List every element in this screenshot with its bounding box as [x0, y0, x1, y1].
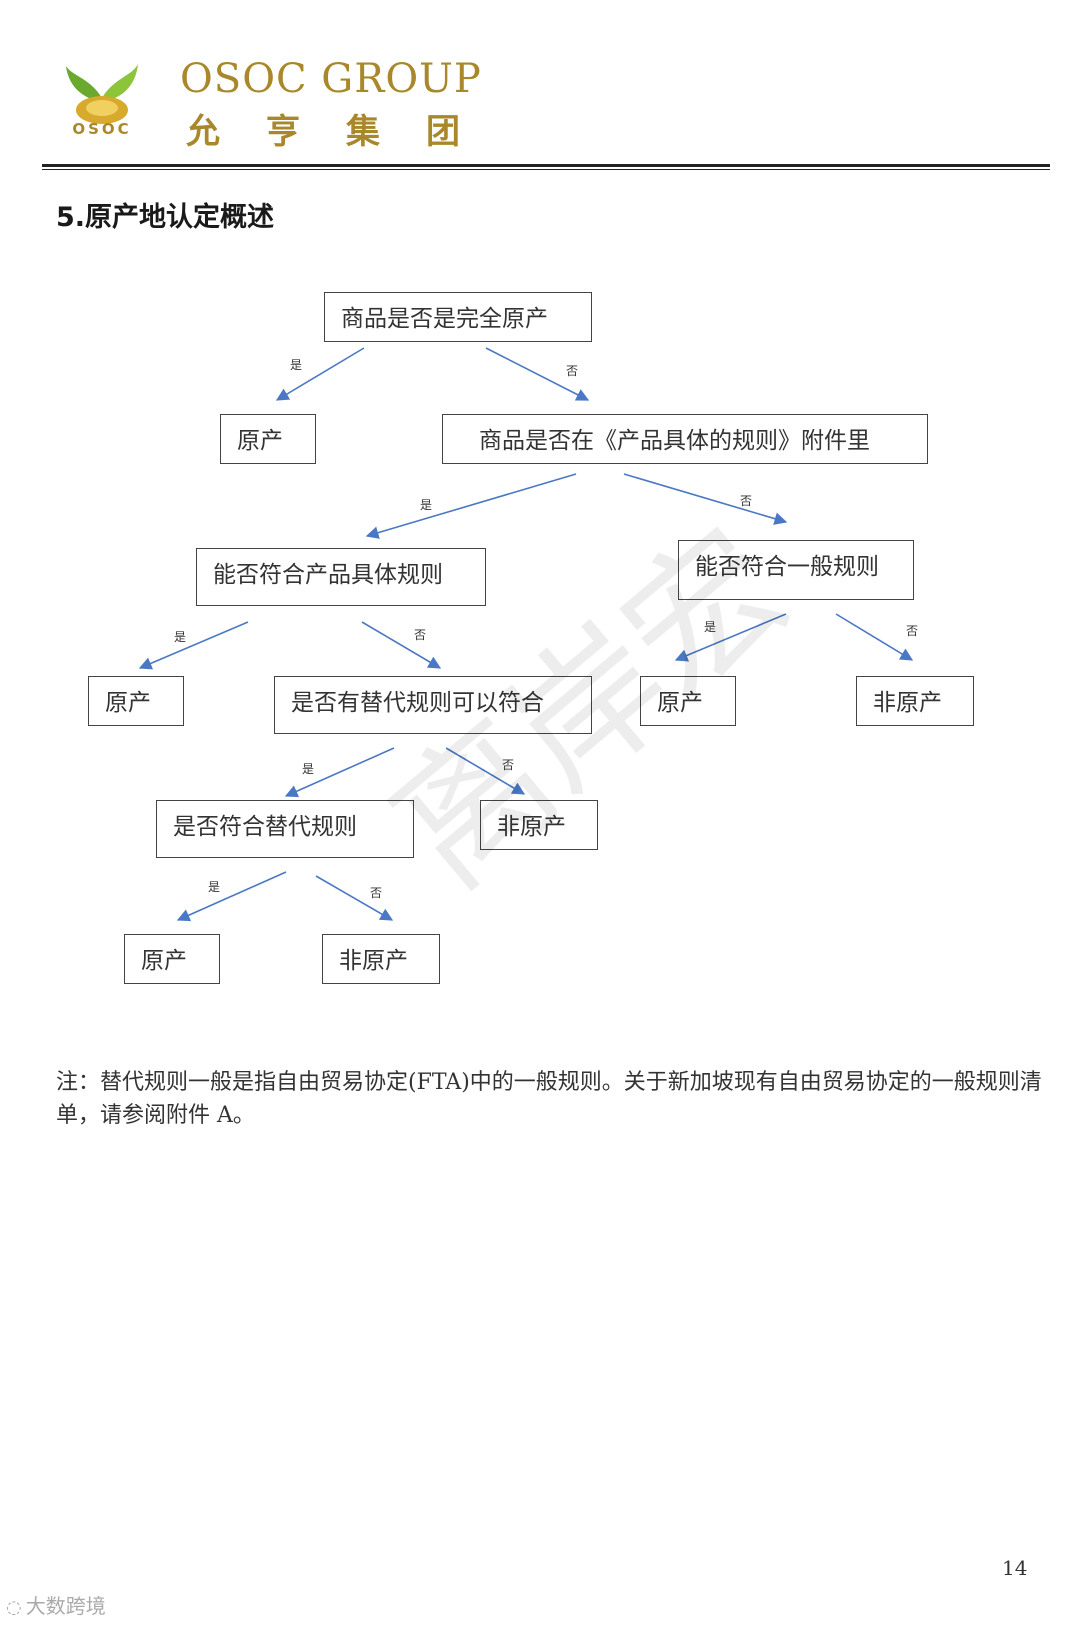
arrow-n4-no — [361, 621, 442, 669]
node-non-originating: 非原产 — [856, 676, 974, 726]
brand-name-cn: 允亨集团 — [186, 112, 506, 152]
arrow-n5-yes — [674, 613, 787, 662]
node-meets-psr: 能否符合产品具体规则 — [196, 548, 486, 606]
node-alternative-rule-available: 是否有替代规则可以符合 — [274, 676, 592, 734]
header-rule-thin — [42, 169, 1050, 170]
edge-label-yes: 是 — [302, 762, 315, 776]
node-meets-alternative-rule: 是否符合替代规则 — [156, 800, 414, 858]
arrow-n1-yes — [275, 347, 365, 401]
edge-label-yes: 是 — [704, 620, 717, 634]
chat-bubble-icon: ◌ — [6, 1597, 22, 1618]
node-fully-originating: 商品是否是完全原产 — [324, 292, 592, 342]
edge-label-yes: 是 — [290, 358, 303, 372]
edge-label-no: 否 — [370, 886, 383, 900]
arrow-n5-no — [835, 613, 914, 661]
page-number: 14 — [1002, 1556, 1028, 1580]
arrow-n7-yes — [284, 747, 395, 798]
edge-label-no: 否 — [566, 364, 579, 378]
node-originating: 原产 — [220, 414, 316, 464]
node-originating: 原产 — [640, 676, 736, 726]
arrow-n1-no — [485, 347, 590, 401]
edge-label-no: 否 — [502, 758, 515, 772]
arrow-n3-yes — [365, 473, 577, 539]
corner-watermark: ◌大数跨境 — [6, 1590, 106, 1619]
edge-label-no: 否 — [906, 624, 919, 638]
leaf-logo-icon — [64, 64, 140, 138]
corner-watermark-text: 大数跨境 — [25, 1594, 106, 1618]
logo-text: OSOC — [72, 120, 132, 138]
arrow-n3-no — [623, 473, 788, 525]
footnote: 注：替代规则一般是指自由贸易协定(FTA)中的一般规则。关于新加坡现有自由贸易协… — [56, 1070, 1042, 1128]
edge-label-no: 否 — [740, 494, 753, 508]
node-originating: 原产 — [88, 676, 184, 726]
edge-label-yes: 是 — [420, 498, 433, 512]
node-originating: 原产 — [124, 934, 220, 984]
osoc-logo: OSOC — [62, 58, 142, 140]
edge-label-yes: 是 — [208, 880, 221, 894]
node-meets-general-rule: 能否符合一般规则 — [678, 540, 914, 600]
arrow-n4-yes — [138, 621, 249, 670]
edge-label-yes: 是 — [174, 630, 187, 644]
arrow-n7-no — [445, 747, 526, 795]
brand-name-en: OSOC GROUP — [180, 56, 482, 102]
node-non-originating: 非原产 — [480, 800, 598, 850]
edge-label-no: 否 — [414, 628, 427, 642]
header-rule — [42, 164, 1050, 167]
section-title: 5.原产地认定概述 — [56, 202, 275, 233]
node-non-originating: 非原产 — [322, 934, 440, 984]
node-in-psr-annex: 商品是否在《产品具体的规则》附件里 — [442, 414, 928, 464]
arrow-n10-yes — [176, 871, 287, 922]
arrow-n10-no — [315, 875, 394, 921]
